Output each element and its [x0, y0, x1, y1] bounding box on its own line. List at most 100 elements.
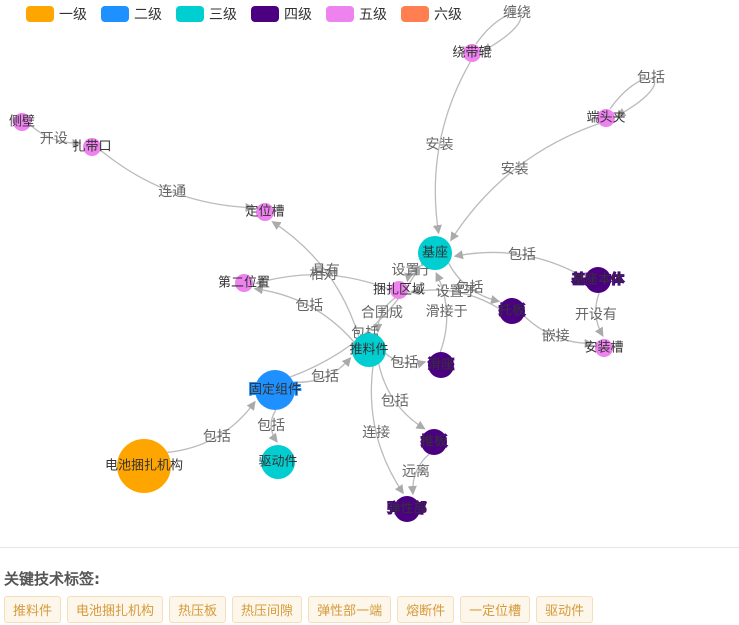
graph-edge — [475, 12, 522, 52]
node-circle[interactable] — [585, 267, 611, 293]
edge-label: 包括 — [203, 429, 231, 445]
node-circle[interactable] — [463, 44, 481, 62]
graph-edge — [450, 122, 600, 242]
edge-label: 开设 — [40, 131, 68, 147]
graph-edge — [373, 297, 396, 334]
tag-item[interactable]: 热压间隙 — [232, 596, 303, 623]
tag-item[interactable]: 熔断件 — [397, 596, 455, 623]
node-label: 基座本体 — [572, 273, 624, 288]
node-label: 侧壁 — [9, 115, 35, 130]
graph-edge — [370, 366, 404, 495]
node-circle[interactable] — [83, 138, 101, 156]
graph-node-n4[interactable]: 推料件 — [349, 333, 389, 367]
graph-node-n15[interactable]: 扎带口 — [72, 138, 112, 156]
graph-node-n1[interactable]: 电池捆扎机构 — [105, 439, 183, 493]
graph-edge — [609, 77, 656, 117]
knowledge-graph[interactable]: 包括包括包括包括包括包括包括连接远离具有包括设置于设置于合围成开设有嵌接连通开设… — [0, 0, 739, 545]
node-circle[interactable] — [597, 109, 615, 127]
node-label: 固定组件 — [249, 383, 301, 398]
graph-node-n14[interactable]: 定位槽 — [245, 203, 285, 221]
graph-edge — [385, 352, 427, 369]
node-label: 绕带辊 — [452, 46, 491, 61]
node-circle[interactable] — [394, 496, 420, 522]
edge-label: 安装 — [426, 137, 454, 153]
graph-edge — [271, 221, 360, 337]
edge-label: 包括 — [295, 298, 323, 314]
graph-node-n6[interactable]: 托板 — [498, 298, 526, 324]
node-circle[interactable] — [421, 429, 447, 455]
graph-node-n5[interactable]: 基座 — [418, 236, 452, 270]
graph-edge — [30, 124, 82, 148]
graph-node-n17[interactable]: 绕带辊 — [452, 44, 492, 62]
legend-item-5[interactable]: 五级 — [326, 4, 387, 24]
edge-label: 连通 — [158, 184, 186, 200]
edge-label: 设置于 — [436, 284, 478, 300]
edge-label: 包括 — [390, 355, 418, 371]
node-label: 端头夹 — [586, 111, 625, 126]
tag-item[interactable]: 热压板 — [169, 596, 227, 623]
graph-node-n7[interactable]: 滑座 — [427, 352, 455, 378]
tag-item[interactable]: 弹性部一端 — [308, 596, 392, 623]
graph-node-n16[interactable]: 侧壁 — [9, 113, 35, 131]
graph-edge — [255, 274, 391, 291]
node-circle[interactable] — [261, 445, 295, 479]
tag-item[interactable]: 驱动件 — [536, 596, 594, 623]
graph-edge — [293, 357, 352, 383]
graph-edge — [448, 262, 501, 305]
edge-label: 合围成 — [361, 305, 403, 321]
edges-layer — [30, 12, 656, 496]
graph-edge — [594, 292, 604, 337]
node-circle[interactable] — [595, 339, 613, 357]
graph-node-n18[interactable]: 端头夹 — [586, 109, 626, 127]
node-circle[interactable] — [499, 298, 525, 324]
graph-edge — [523, 315, 594, 349]
node-label: 基座 — [422, 246, 448, 261]
graph-node-n2[interactable]: 固定组件 — [248, 370, 302, 410]
graph-edge — [409, 286, 500, 310]
legend-item-1[interactable]: 一级 — [26, 4, 87, 24]
graph-node-n10[interactable]: 基座本体 — [571, 267, 625, 293]
legend-item-3[interactable]: 三级 — [176, 4, 237, 24]
legend-label: 三级 — [209, 7, 237, 23]
legend-item-4[interactable]: 四级 — [251, 4, 312, 24]
divider — [0, 547, 739, 548]
graph-node-n9[interactable]: 弹性部 — [386, 496, 428, 522]
node-circle[interactable] — [255, 370, 295, 410]
graph-edge — [100, 149, 255, 213]
edge-label: 远离 — [402, 463, 430, 480]
edge-label: 包括 — [381, 393, 409, 409]
legend-swatch — [401, 6, 429, 22]
graph-node-n13[interactable]: 第二位置 — [218, 274, 270, 292]
node-circle[interactable] — [390, 281, 408, 299]
graph-node-n11[interactable]: 安装槽 — [584, 339, 624, 357]
graph-edge — [378, 363, 426, 430]
node-circle[interactable] — [256, 203, 274, 221]
legend-label: 四级 — [284, 7, 312, 23]
node-label: 推料件 — [349, 343, 388, 358]
legend-item-2[interactable]: 二级 — [101, 4, 162, 24]
graph-edge — [407, 453, 430, 496]
legend-swatch — [176, 6, 204, 22]
legend-label: 二级 — [134, 7, 162, 23]
edge-label: 包括 — [456, 280, 484, 296]
node-label: 安装槽 — [584, 341, 623, 356]
node-circle[interactable] — [428, 352, 454, 378]
node-circle[interactable] — [418, 236, 452, 270]
edge-label: 包括 — [508, 247, 536, 263]
edge-label: 安装 — [501, 161, 529, 177]
graph-edge — [453, 250, 586, 279]
graph-node-n12[interactable]: 捆扎区域 — [373, 281, 425, 299]
node-circle[interactable] — [117, 439, 171, 493]
node-circle[interactable] — [352, 333, 386, 367]
node-label: 扎带口 — [72, 140, 111, 155]
legend-item-6[interactable]: 六级 — [401, 4, 462, 24]
graph-node-n8[interactable]: 推板 — [420, 429, 448, 455]
legend: 一级 二级 三级 四级五级六级 — [26, 4, 462, 24]
graph-node-n3[interactable]: 驱动件 — [258, 445, 298, 479]
tag-item[interactable]: 推料件 — [4, 596, 62, 623]
node-circle[interactable] — [13, 113, 31, 131]
node-circle[interactable] — [235, 274, 253, 292]
tag-item[interactable]: 一定位槽 — [460, 596, 531, 623]
tag-item[interactable]: 电池捆扎机构 — [67, 596, 164, 623]
